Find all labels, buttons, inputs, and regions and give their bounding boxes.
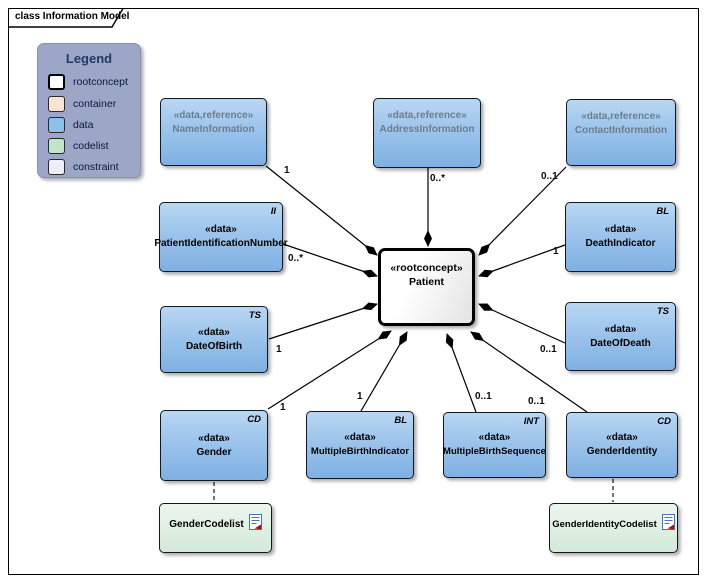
node-date-of-birth[interactable]: TS «data» DateOfBirth	[160, 306, 268, 373]
node-date-of-death[interactable]: TS «data» DateOfDeath	[565, 302, 676, 371]
multiplicity-multiplebirthindicator: 1	[357, 391, 363, 402]
rootconcept-swatch	[48, 74, 65, 90]
multiplicity-dateofbirth: 1	[276, 344, 282, 355]
multiplicity-multiplebirthsequence: 0..1	[475, 391, 492, 402]
node-name-information[interactable]: «data,reference» NameInformation	[160, 98, 267, 166]
node-death-indicator[interactable]: BL «data» DeathIndicator	[565, 202, 676, 272]
node-multiple-birth-indicator[interactable]: BL «data» MultipleBirthIndicator	[306, 411, 414, 479]
node-patient-identification-number[interactable]: II «data» PatientIdentificationNumber	[154, 202, 288, 272]
node-patient[interactable]: «rootconcept» Patient	[378, 248, 475, 326]
node-contact-information[interactable]: «data,reference» ContactInformation	[566, 99, 676, 166]
legend-title: Legend	[65, 51, 113, 66]
legend-item-data: data	[48, 117, 93, 133]
legend-item-container: container	[48, 96, 116, 112]
multiplicity-gender: 1	[280, 402, 286, 413]
codelist-document-icon	[661, 514, 675, 535]
multiplicity-nameinformation: 1	[284, 165, 290, 176]
node-address-information[interactable]: «data,reference» AddressInformation	[373, 98, 481, 168]
node-gender-identity-codelist[interactable]: GenderIdentityCodelist	[549, 503, 678, 553]
codelist-swatch	[48, 138, 65, 154]
multiplicity-addressinformation: 0..*	[430, 173, 446, 184]
legend-item-constraint: constraint	[48, 159, 119, 175]
node-gender-identity[interactable]: CD «data» GenderIdentity	[566, 412, 678, 478]
multiplicity-deathindicator: 1	[553, 246, 559, 257]
node-gender[interactable]: CD «data» Gender	[160, 410, 268, 481]
frame-title: class Information Model	[15, 11, 130, 22]
data-swatch	[48, 117, 65, 133]
codelist-document-icon	[248, 514, 262, 535]
multiplicity-genderidentity: 0..1	[528, 396, 545, 407]
container-swatch	[48, 96, 65, 112]
legend-item-rootconcept: rootconcept	[48, 74, 128, 90]
diagram-frame	[8, 8, 699, 575]
node-gender-codelist[interactable]: GenderCodelist	[159, 503, 272, 553]
node-multiple-birth-sequence[interactable]: INT «data» MultipleBirthSequence	[443, 412, 546, 478]
legend-item-codelist: codelist	[48, 138, 109, 154]
multiplicity-patientidnumber: 0..*	[288, 253, 304, 264]
multiplicity-contactinformation: 0..1	[541, 171, 558, 182]
multiplicity-dateofdeath: 0..1	[540, 344, 557, 355]
constraint-swatch	[48, 159, 65, 175]
legend: Legend rootconcept container data codeli…	[37, 43, 141, 178]
